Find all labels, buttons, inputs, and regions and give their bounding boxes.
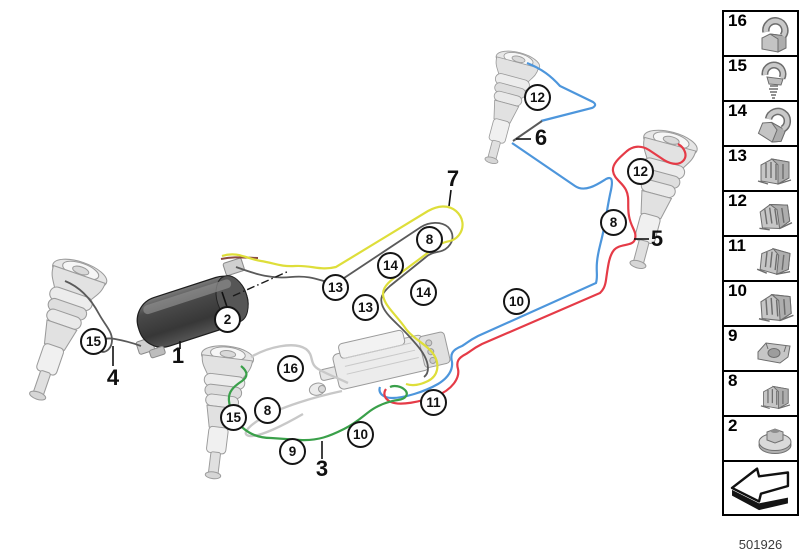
edge-clip-icon: [755, 201, 794, 232]
callout-15-front-left[interactable]: 15: [80, 328, 107, 355]
sidebar-item-13[interactable]: 13: [722, 145, 799, 192]
air-line-blue-upper: [526, 61, 597, 123]
sidebar-item-16[interactable]: 16: [722, 10, 799, 57]
leader-lines: [112, 138, 649, 459]
callout-15-rear[interactable]: 15: [220, 404, 247, 431]
part-number-label: 2: [728, 416, 738, 435]
multi-clip-icon: [756, 292, 795, 323]
sensor-cables: [244, 344, 349, 438]
parts-thumbnail-sidebar: 16 15 14 13 12 11 10 9: [722, 10, 799, 516]
callout-13-upper[interactable]: 13: [322, 274, 349, 301]
callout-12-rear-left[interactable]: 12: [524, 84, 551, 111]
direction-indicator-box[interactable]: [722, 460, 799, 516]
label-7-mid-line[interactable]: 7: [446, 166, 460, 191]
air-tank: [135, 257, 249, 359]
cable-connector: [318, 385, 326, 393]
callout-14-lower[interactable]: 14: [410, 279, 437, 306]
direction-arrow-icon: [730, 467, 790, 512]
mid-air-line-gray: [235, 221, 454, 378]
callout-8-rear[interactable]: 8: [254, 397, 281, 424]
callout-9[interactable]: 9: [279, 438, 306, 465]
sidebar-item-2[interactable]: 2: [722, 415, 799, 462]
sidebar-item-9[interactable]: 9: [722, 325, 799, 372]
part-number-label: 14: [728, 101, 747, 120]
part-number-label: 10: [728, 281, 747, 300]
air-line-red: [383, 143, 687, 405]
label-4-front-left-line[interactable]: 4: [106, 365, 120, 390]
grommet-washer-icon: [758, 428, 792, 454]
diagram-id: 501926: [738, 537, 783, 552]
part-number-label: 12: [728, 191, 747, 210]
sidebar-item-11[interactable]: 11: [722, 235, 799, 282]
air-line-yellow: [221, 205, 464, 387]
callout-12-front-right[interactable]: 12: [627, 158, 654, 185]
callout-16[interactable]: 16: [277, 355, 304, 382]
part-number-label: 13: [728, 146, 747, 165]
supply-line-stub: [220, 256, 259, 260]
part-number-label: 11: [728, 236, 746, 255]
callout-13-lower[interactable]: 13: [352, 294, 379, 321]
sidebar-item-10[interactable]: 10: [722, 280, 799, 327]
sensor-cable-rear: [250, 344, 349, 385]
part-number-label: 8: [728, 371, 738, 390]
leader-7: [448, 189, 452, 207]
front-left-air-line: [64, 280, 142, 353]
leader-2: [221, 291, 228, 308]
air-line-green: [227, 365, 408, 442]
sidebar-item-14[interactable]: 14: [722, 100, 799, 147]
sensor-cable-valve: [244, 389, 343, 438]
sidebar-item-15[interactable]: 15: [722, 55, 799, 102]
callout-8-right[interactable]: 8: [600, 209, 627, 236]
callout-14-upper[interactable]: 14: [377, 252, 404, 279]
callout-10-diagonal[interactable]: 10: [503, 288, 530, 315]
callout-10-rear[interactable]: 10: [347, 421, 374, 448]
line-holder-icon: [757, 342, 791, 364]
part-number-label: 9: [728, 326, 738, 345]
label-5-front-right-line[interactable]: 5: [650, 226, 664, 251]
block-clip-icon: [760, 385, 791, 410]
air-strut-front-right: [609, 124, 701, 276]
cable-clip-icon: [757, 158, 792, 185]
sidebar-item-8[interactable]: 8: [722, 370, 799, 417]
multi-clip-icon: [756, 246, 793, 277]
pipe-clip-icon: [753, 15, 797, 55]
air-line-6-gray-section: [512, 120, 543, 142]
screw-clip-icon: [753, 60, 797, 100]
part-number-label: 16: [728, 11, 747, 30]
sidebar-item-12[interactable]: 12: [722, 190, 799, 237]
callout-11[interactable]: 11: [420, 389, 447, 416]
label-1-air-tank[interactable]: 1: [171, 343, 185, 368]
label-6-rear-left-line[interactable]: 6: [534, 125, 548, 150]
label-3-rear-line[interactable]: 3: [315, 456, 329, 481]
callout-8-mid[interactable]: 8: [416, 226, 443, 253]
part-number-label: 15: [728, 56, 747, 75]
hidden-connection-line: [232, 270, 290, 297]
hose-clamp-icon: [753, 105, 797, 145]
callout-2-tank-mount[interactable]: 2: [214, 306, 241, 333]
